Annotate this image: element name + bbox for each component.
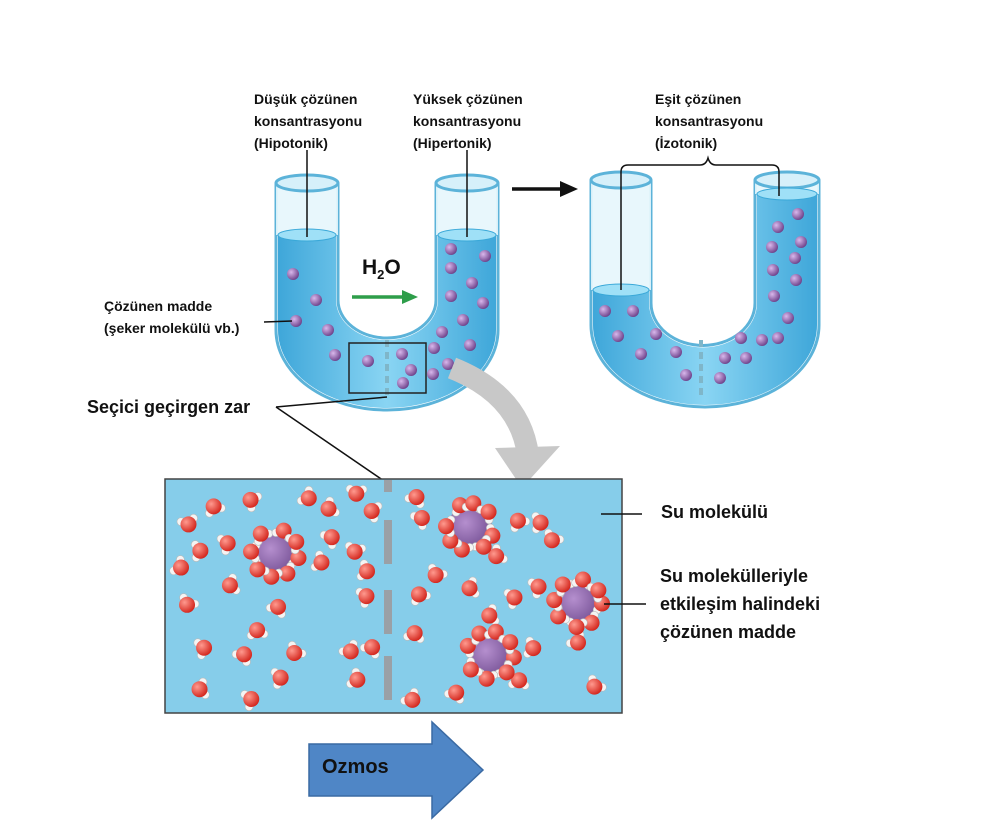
solute-particles-left-tube — [287, 243, 491, 389]
hydrated-solute-label: Su molekülleriyle etkileşim halindeki çö… — [660, 566, 821, 642]
water-molecule — [344, 541, 367, 560]
water-molecule — [461, 576, 480, 598]
water-molecule — [319, 529, 340, 550]
water-molecule — [503, 588, 523, 610]
u-tube-equilibrium — [589, 155, 821, 409]
water-molecule — [507, 672, 530, 690]
water-molecule — [310, 550, 330, 572]
water-molecule — [176, 513, 198, 533]
water-molecule — [221, 573, 241, 595]
water-molecule — [179, 593, 200, 613]
water-molecule — [193, 638, 213, 660]
membrane-label: Seçici geçirgen zar — [87, 397, 251, 417]
water-molecule — [345, 484, 368, 502]
water-molecule — [586, 582, 607, 603]
hypotonic-label: Düşük çözünen konsantrasyonu (Hipotonik) — [254, 91, 363, 151]
water-molecule — [409, 510, 430, 531]
water-molecule — [523, 636, 542, 658]
water-molecule — [443, 684, 465, 704]
water-molecule — [216, 534, 236, 556]
water-molecule — [252, 525, 274, 546]
hydrated-solute-cluster — [253, 531, 297, 575]
water-molecule — [338, 639, 359, 660]
water-molecule — [427, 563, 448, 584]
isotonic-label: Eşit çözünen konsantrasyonu (İzotonik) — [655, 91, 764, 151]
water-molecule — [531, 511, 549, 534]
zoom-arrow — [447, 357, 560, 488]
water-molecule — [270, 667, 289, 690]
water-molecule — [476, 503, 497, 525]
water-molecule — [359, 639, 381, 659]
panel-membrane — [384, 480, 392, 700]
solute-particles-right-tube — [599, 208, 807, 384]
water-molecule — [355, 587, 375, 609]
magnified-panel — [164, 478, 623, 714]
water-molecule — [286, 640, 307, 661]
hypertonic-label: Yüksek çözünen konsantrasyonu (Hipertoni… — [413, 91, 523, 151]
osmosis-label: Ozmos — [322, 756, 389, 778]
water-flow-arrow — [352, 290, 418, 304]
water-molecule-label: Su molekülü — [661, 502, 769, 522]
transition-arrow — [512, 181, 578, 197]
membrane-pointer-lines — [275, 396, 388, 484]
solute-label: Çözünen madde (şeker molekülü vb.) — [104, 298, 240, 336]
water-molecule — [438, 515, 456, 538]
water-molecule — [543, 528, 565, 549]
water-molecule — [586, 674, 607, 695]
water-molecule — [243, 541, 261, 563]
water-molecule — [527, 578, 547, 599]
water-molecule — [400, 687, 421, 708]
water-molecule — [231, 646, 253, 667]
hydrated-solutes — [243, 495, 610, 687]
hydrated-solute-cluster — [448, 505, 492, 549]
water-molecule — [404, 489, 425, 509]
water-molecule — [296, 485, 317, 507]
water-molecule — [442, 528, 463, 549]
water-molecule — [205, 498, 226, 518]
water-molecule — [488, 543, 508, 565]
water-molecule — [242, 491, 263, 513]
water-molecule — [246, 622, 269, 640]
water-molecule — [462, 657, 483, 678]
water-molecule — [240, 690, 260, 711]
water-molecule — [509, 512, 531, 533]
water-molecule — [191, 677, 210, 700]
water-molecule — [265, 598, 287, 619]
isotonic-bracket — [620, 155, 780, 290]
water-molecules — [169, 484, 607, 711]
u-tube-initial — [263, 150, 500, 412]
hydrated-solute-cluster — [556, 581, 600, 625]
magnify-box — [348, 342, 427, 394]
water-molecule — [356, 559, 376, 581]
water-molecule — [346, 667, 366, 689]
hydrated-solute-cluster — [468, 633, 512, 677]
water-molecule — [410, 586, 432, 606]
water-molecule — [403, 625, 425, 644]
water-molecule — [169, 555, 190, 576]
water-molecule — [320, 496, 340, 517]
water-molecule — [284, 533, 305, 555]
water-molecule — [363, 501, 383, 523]
water-molecule — [190, 540, 209, 562]
water-molecule — [498, 634, 519, 655]
osmosis-arrow — [308, 720, 485, 820]
water-molecule — [571, 571, 593, 590]
water-formula-label: H2O — [362, 256, 401, 283]
